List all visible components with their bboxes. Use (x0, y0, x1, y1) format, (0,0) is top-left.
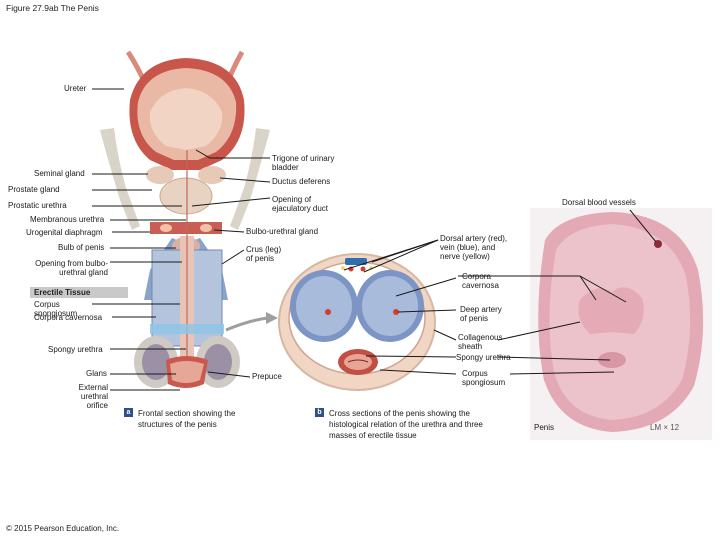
label-membranous-urethra: Membranous urethra (30, 215, 105, 224)
label-spongy-urethra-b: Spongy urethra (456, 353, 511, 362)
label-collagenous-sheath: Collagenous sheath (458, 333, 503, 351)
label-ductus-deferens: Ductus deferens (272, 177, 331, 186)
leader-lines (92, 88, 657, 391)
label-prepuce: Prepuce (252, 372, 282, 381)
cross-section-illustration (278, 253, 436, 391)
label-corpora-cavernosa-a: Corpora cavernosa (34, 313, 103, 322)
panel-a-badge: a (124, 408, 133, 417)
label-dorsal-artery-vein-nerve: Dorsal artery (red), vein (blue), and ne… (440, 234, 508, 261)
label-opening-ejaculatory-duct: Opening of ejaculatory duct (272, 195, 329, 213)
label-crus-of-penis: Crus (leg) of penis (246, 245, 282, 263)
panel-b-caption: Cross sections of the penis showing the … (329, 409, 483, 440)
panel-a-caption: Frontal section showing the structures o… (138, 409, 236, 429)
micrograph-caption: Penis (534, 423, 555, 432)
label-seminal-gland: Seminal gland (34, 169, 85, 178)
label-spongy-urethra-a: Spongy urethra (48, 345, 103, 354)
label-deep-artery: Deep artery of penis (460, 305, 502, 323)
label-bulb-of-penis: Bulb of penis (58, 243, 105, 252)
label-trigone: Trigone of urinary bladder (272, 154, 335, 172)
label-external-urethral-orifice: External urethral orifice (78, 383, 108, 410)
label-corpus-spongiosum-b: Corpus spongiosum (462, 369, 506, 387)
label-bulbo-urethral-gland: Bulbo-urethral gland (246, 227, 319, 236)
micrograph-image (530, 208, 712, 440)
copyright-notice: © 2015 Pearson Education, Inc. (6, 524, 120, 533)
micrograph-magnification: LM × 12 (650, 423, 680, 432)
label-prostate-gland: Prostate gland (8, 185, 60, 194)
erectile-tissue-header: Erectile Tissue (30, 287, 128, 298)
label-opening-bulbo-urethral: Opening from bulbo-urethral gland (35, 259, 108, 277)
figure-title: Figure 27.9ab The Penis (6, 3, 99, 13)
label-corpus-spongiosum-a: Corpus spongiosum (34, 300, 78, 318)
label-ureter: Ureter (64, 84, 87, 93)
label-dorsal-blood-vessels: Dorsal blood vessels (562, 198, 636, 207)
label-glans: Glans (86, 369, 107, 378)
panel-b-badge: b (315, 408, 324, 417)
label-prostatic-urethra: Prostatic urethra (8, 201, 67, 210)
label-urogenital-diaphragm: Urogenital diaphragm (26, 228, 103, 237)
label-corpora-cavernosa-b: Corpora cavernosa (462, 272, 499, 290)
